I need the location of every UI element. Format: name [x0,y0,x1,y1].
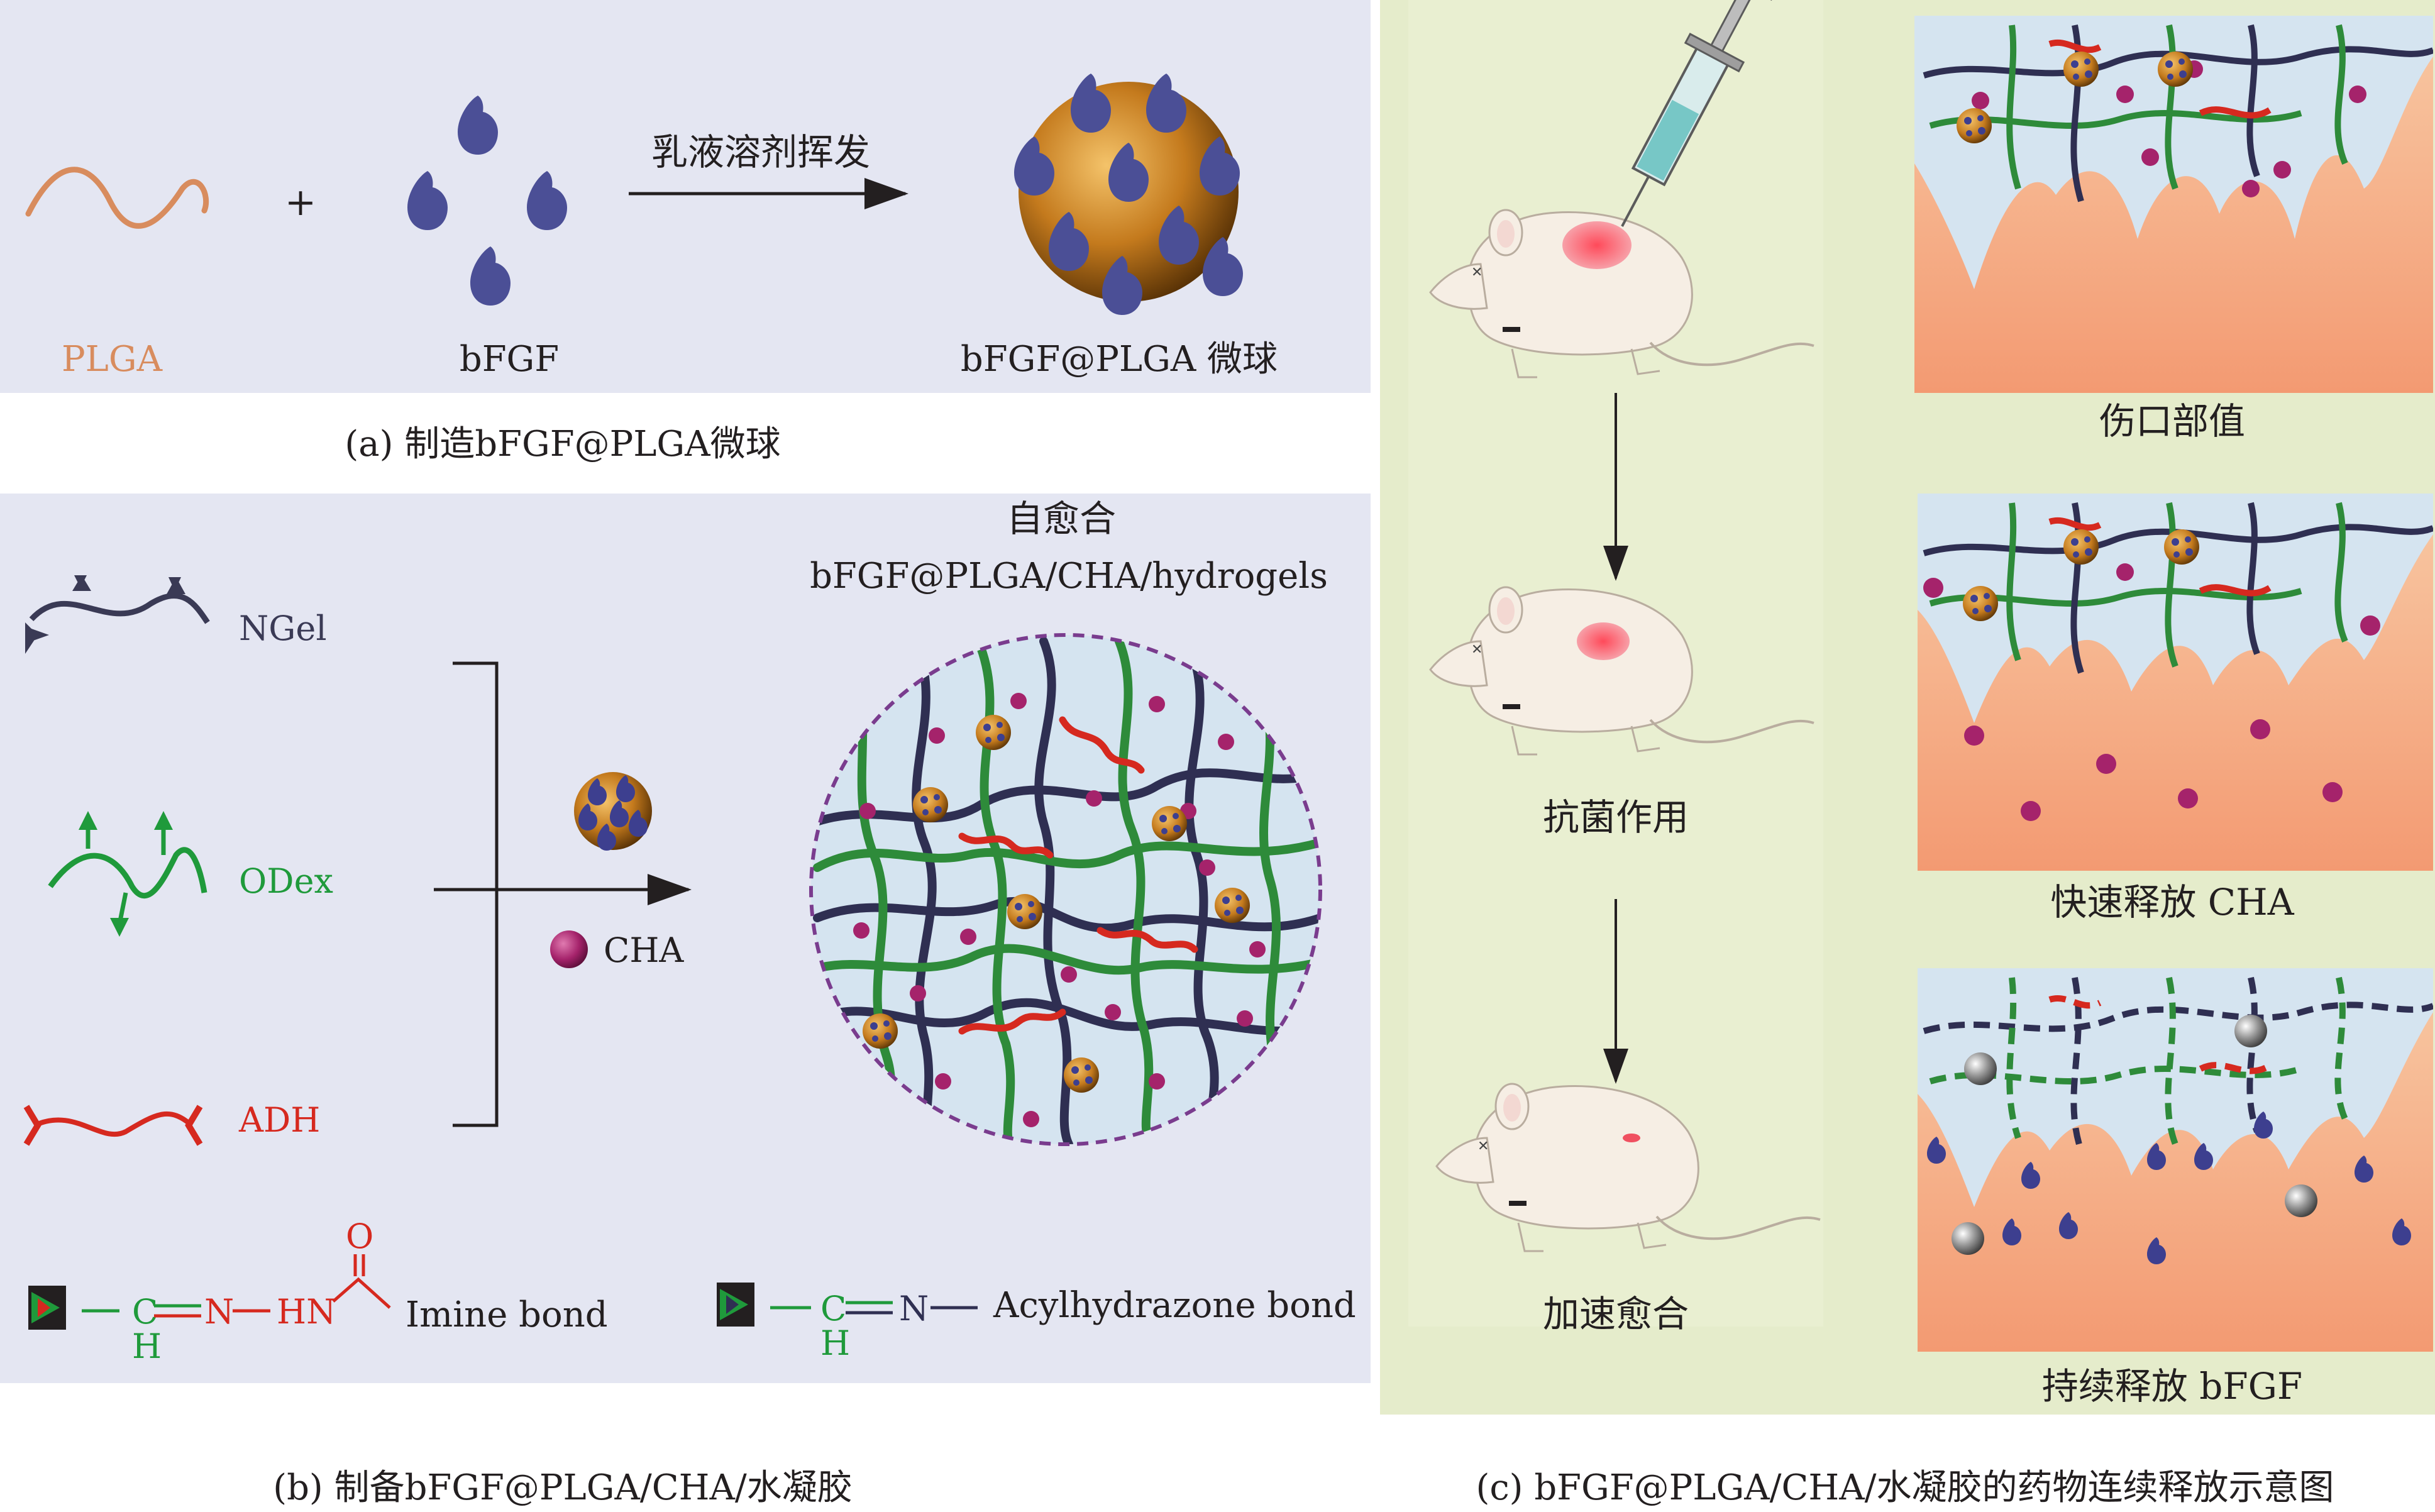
acyl-atom-h: H [820,1323,850,1363]
syringe [1621,0,1778,227]
fast-cha-label: 快速释放 CHA [2050,881,2294,924]
rat-antibacterial [1429,586,1815,756]
antibacterial-label: 抗菌作用 [1543,796,1689,839]
imine-atom-hn: HN [277,1292,336,1332]
acylhydrazone-bond-structure: C H N [717,1283,978,1363]
sustained-bfgf-label: 持续释放 bFGF [2042,1365,2302,1408]
panel-c-caption: (c) bFGF@PLGA/CHA/水凝胶的药物连续释放示意图 [1476,1467,2334,1508]
ngel-label: NGel [239,609,327,648]
rat-injection [1429,209,1815,378]
fast-cha-release-panel [1918,494,2433,871]
plga-chain [25,167,209,229]
acyl-atom-c: C [820,1289,846,1328]
plga-label: PLGA [62,339,163,380]
healing-label: 加速愈合 [1543,1293,1689,1335]
emulsion-arrow-label: 乳液溶剂挥发 [651,131,870,174]
adh-label: ADH [238,1100,320,1140]
bfgf-label: bFGF [460,339,559,380]
rat-healing [1435,1083,1821,1252]
components-bracket [453,661,499,1127]
bfgf-plga-microsphere [1014,74,1243,315]
wound-site-label: 伤口部值 [2099,400,2245,443]
hydrogel-network [809,633,1322,1146]
cha-dot-legend [550,930,588,968]
ngel-chain [25,575,210,654]
imine-atom-n: N [204,1292,234,1332]
wound-site-panel [1914,16,2433,393]
acyl-atom-n: N [899,1289,929,1328]
odex-chain [48,811,207,937]
plus-sign: + [285,180,316,224]
acylhydrazone-bond-label: Acylhydrazone bond [993,1285,1356,1326]
adh-chain [23,1105,203,1146]
imine-atom-o: O [346,1217,373,1256]
panel-b-caption: (b) 制备bFGF@PLGA/CHA/水凝胶 [273,1467,853,1508]
imine-atom-h: H [132,1327,162,1366]
hydrogel-subtitle: bFGF@PLGA/CHA/hydrogels [810,556,1328,597]
sustained-bfgf-release-panel [1918,968,2433,1352]
hydrogel-title: 自愈合 [1007,497,1116,540]
imine-bond-structure: C H N HN O [28,1217,391,1366]
cha-label: CHA [604,930,684,970]
microsphere-small [574,772,652,851]
imine-bond-label: Imine bond [406,1294,608,1335]
microsphere-label: bFGF@PLGA 微球 [961,339,1278,380]
imine-atom-c: C [132,1292,158,1332]
odex-label: ODex [239,861,333,901]
panel-a-caption: (a) 制造bFGF@PLGA微球 [345,424,780,465]
